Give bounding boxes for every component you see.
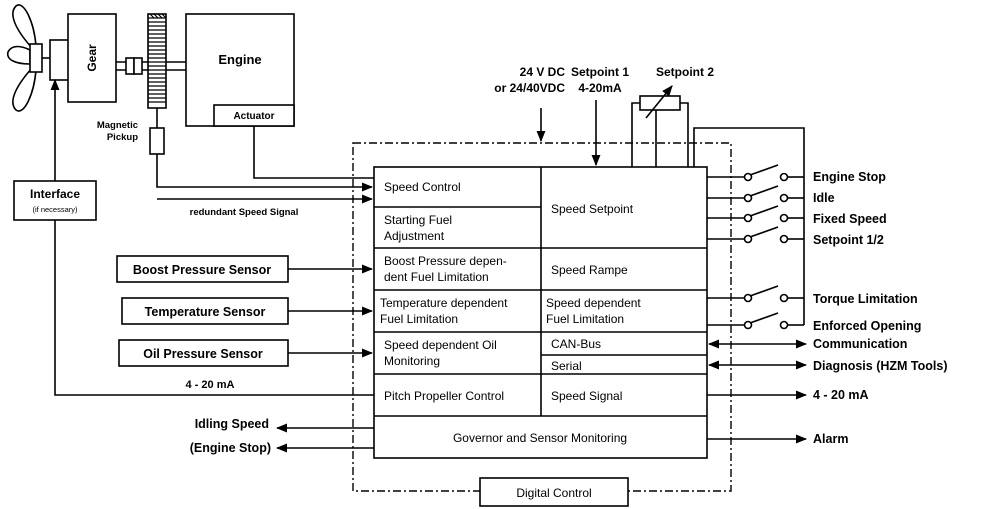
cell-oil-monitoring-2: Monitoring	[384, 354, 440, 368]
cell-temp-limit-1: Temperature dependent	[380, 296, 508, 310]
magnetic-pickup: Magnetic Pickup	[97, 108, 165, 155]
oil-pressure-sensor-label: Oil Pressure Sensor	[143, 347, 263, 361]
cell-serial: Serial	[551, 359, 582, 373]
output-communication: Communication	[813, 337, 907, 351]
cell-speed-setpoint: Speed Setpoint	[551, 202, 634, 216]
cell-oil-monitoring-1: Speed dependent Oil	[384, 338, 497, 352]
output-idle: Idle	[813, 191, 835, 205]
interface-box: Interface (if necessary)	[13, 180, 97, 221]
cell-speed-fuel-1: Speed dependent	[546, 296, 641, 310]
cell-can-bus: CAN-Bus	[551, 337, 601, 351]
digital-control-label: Digital Control	[516, 486, 591, 500]
cell-pitch-propeller: Pitch Propeller Control	[384, 389, 504, 403]
cell-speed-signal: Speed Signal	[551, 389, 622, 403]
drive-shaft	[116, 57, 186, 75]
temperature-sensor-box	[121, 297, 289, 325]
cell-starting-fuel-2: Adjustment	[384, 229, 445, 243]
setpoint1-label-1: Setpoint 1	[571, 65, 629, 79]
pickup-signal-arrow	[156, 154, 374, 192]
engine-box: Engine Actuator	[185, 13, 295, 127]
magnetic-pickup-label-2: Pickup	[107, 132, 138, 143]
output-enforced-opening: Enforced Opening	[813, 319, 921, 333]
temperature-sensor-label: Temperature Sensor	[145, 305, 266, 319]
boost-pressure-sensor-label: Boost Pressure Sensor	[133, 263, 271, 277]
potentiometer-icon	[631, 85, 689, 167]
cell-starting-fuel-1: Starting Fuel	[384, 213, 452, 227]
analog-in-label: 4 - 20 mA	[186, 379, 235, 391]
propeller-icon	[6, 4, 50, 112]
cell-speed-rampe: Speed Rampe	[551, 263, 628, 277]
redundant-signal-label: redundant Speed Signal	[190, 207, 299, 218]
setpoint2-label: Setpoint 2	[656, 65, 714, 79]
output-analog: 4 - 20 mA	[813, 388, 869, 402]
digital-control-tag	[479, 477, 629, 507]
supply-label-2: or 24/40VDC	[494, 81, 565, 95]
cell-speed-control: Speed Control	[384, 180, 461, 194]
boost-pressure-sensor-box	[116, 255, 289, 283]
output-engine-stop-out: (Engine Stop)	[190, 441, 271, 455]
cell-governor-monitoring: Governor and Sensor Monitoring	[453, 431, 627, 445]
setpoint1-label-2: 4-20mA	[578, 81, 622, 95]
function-table	[373, 166, 708, 459]
cell-speed-fuel-2: Fuel Limitation	[546, 312, 624, 326]
gear-label: Gear	[85, 44, 99, 72]
flywheel-icon	[147, 13, 167, 109]
cell-boost-limit-1: Boost Pressure depen-	[384, 254, 507, 268]
pitch-control-line	[54, 220, 374, 396]
output-fixed-speed: Fixed Speed	[813, 212, 887, 226]
gear-box: Gear	[49, 13, 117, 103]
cell-boost-limit-2: dent Fuel Limitation	[384, 270, 489, 284]
switch-bank	[693, 127, 805, 330]
magnetic-pickup-label-1: Magnetic	[97, 120, 138, 131]
supply-label-1: 24 V DC	[520, 65, 566, 79]
cell-temp-limit-2: Fuel Limitation	[380, 312, 458, 326]
interface-title: Interface	[30, 187, 80, 201]
output-setpoint-12: Setpoint 1/2	[813, 233, 884, 247]
output-diagnosis: Diagnosis (HZM Tools)	[813, 359, 948, 373]
actuator-line	[253, 126, 374, 179]
output-alarm: Alarm	[813, 432, 848, 446]
output-engine-stop: Engine Stop	[813, 170, 886, 184]
engine-label: Engine	[218, 52, 261, 67]
interface-note: (if necessary)	[32, 205, 78, 214]
output-idling-speed: Idling Speed	[195, 417, 269, 431]
actuator-label: Actuator	[233, 111, 274, 122]
output-torque-limitation: Torque Limitation	[813, 292, 918, 306]
